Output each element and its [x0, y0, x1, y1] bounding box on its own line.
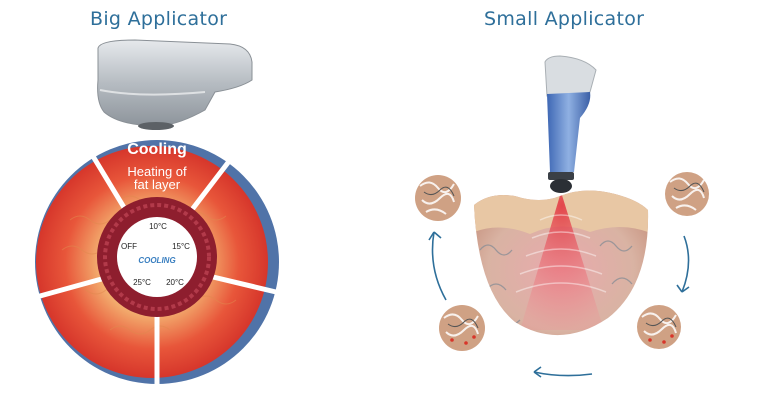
arrow-left-up — [431, 231, 447, 301]
setting-off: OFF — [121, 242, 137, 251]
arrow-bottom-left — [533, 371, 593, 377]
skin-cross-section — [474, 190, 649, 336]
big-applicator-title: Big Applicator — [90, 8, 228, 30]
setting-15c: 15°C — [172, 242, 190, 251]
fiber-detail-bottom-right — [637, 305, 681, 349]
big-applicator-handle — [97, 39, 253, 130]
heating-label-line2: fat layer — [134, 177, 181, 192]
setting-10c: 10°C — [149, 222, 167, 231]
fiber-detail-bottom-left — [439, 305, 485, 351]
setting-25c: 25°C — [133, 278, 151, 287]
small-applicator-title: Small Applicator — [484, 8, 645, 30]
cycle-arrows — [428, 231, 690, 378]
arrow-right-down — [681, 235, 690, 293]
fiber-detail-top-right — [665, 172, 709, 216]
heating-label-line1: Heating of — [127, 164, 187, 179]
setting-20c: 20°C — [166, 278, 184, 287]
cooling-label: Cooling — [127, 141, 187, 158]
fiber-detail-top-left — [415, 175, 461, 221]
center-dial — [117, 217, 197, 297]
center-cooling-label: COOLING — [138, 256, 175, 265]
small-applicator-probe — [544, 55, 597, 193]
